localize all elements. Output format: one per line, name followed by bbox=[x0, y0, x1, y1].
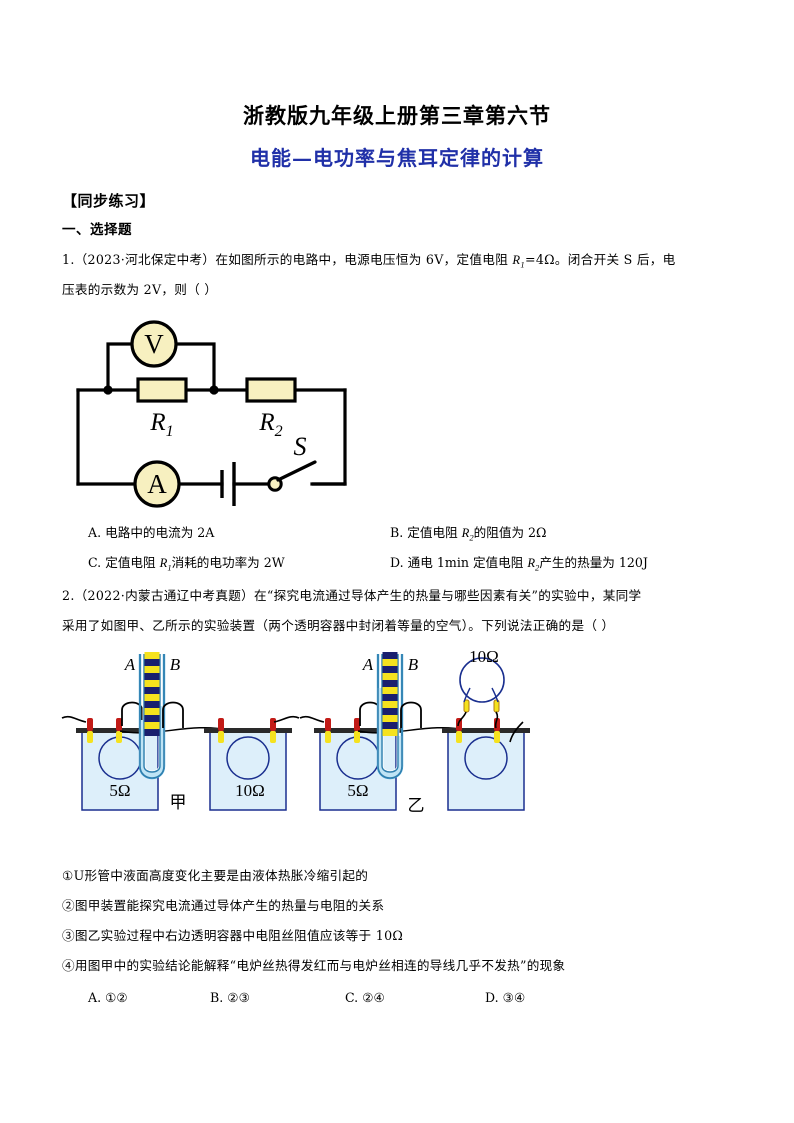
yi-label-a: A bbox=[362, 655, 374, 674]
jia-left-lead-1 bbox=[87, 731, 93, 743]
apparatus-jia: 5Ω bbox=[61, 652, 300, 813]
jia-right-connector-tube bbox=[162, 701, 184, 728]
jia-left-terminal-1 bbox=[87, 718, 93, 731]
q2-statement-3: ③图乙实验过程中右边透明容器中电阻丝阻值应该等于 10Ω bbox=[62, 928, 404, 943]
jia-label-b: B bbox=[170, 655, 181, 674]
q1-r1-symbol: R1 bbox=[512, 253, 525, 270]
jia-left-terminal-2 bbox=[116, 718, 122, 731]
voltmeter-label: V bbox=[144, 329, 164, 359]
question2-line1: 2.（2022·内蒙古通辽中考真题）在“探究电流通过导体产生的热量与哪些因素有关… bbox=[62, 588, 642, 603]
section-heading: 一、选择题 bbox=[62, 222, 132, 238]
q1-option-b: B. 定值电阻 R2的阻值为 2Ω bbox=[390, 525, 547, 543]
jia-caption: 甲 bbox=[170, 793, 187, 813]
yi-u-tube: A B bbox=[362, 652, 419, 780]
yi-right-lead-1 bbox=[456, 731, 462, 743]
jia-right-terminal-2 bbox=[270, 718, 276, 731]
question2-line2: 采用了如图甲、乙所示的实验装置（两个透明容器中封闭着等量的空气）。下列说法正确的… bbox=[62, 618, 615, 633]
ammeter bbox=[133, 460, 181, 508]
q2-option-d: D. ③④ bbox=[485, 990, 526, 1005]
jia-scale-strip bbox=[144, 652, 160, 736]
yi-scale-strip bbox=[382, 652, 398, 736]
jia-left-outer-wire bbox=[61, 715, 87, 723]
question1-line1: 1.（2023·河北保定中考）在如图所示的电路中，电源电压恒为 6V，定值电阻 … bbox=[62, 252, 676, 273]
question1-line2: 压表的示数为 2V，则（ ） bbox=[62, 282, 218, 297]
resistor-r1 bbox=[136, 377, 188, 403]
yi-right-jar bbox=[447, 731, 525, 811]
jia-right-lid bbox=[204, 728, 292, 733]
resistor-r2-label: R2 bbox=[258, 409, 282, 440]
wire-volt-left bbox=[106, 342, 134, 392]
q1-line1-post: =4Ω。闭合开关 S 后，电 bbox=[524, 252, 676, 267]
jia-left-connector-tube bbox=[121, 701, 143, 730]
junction-dot-left bbox=[103, 385, 113, 395]
yi-right-connector-tube bbox=[400, 701, 422, 728]
yi-left-terminal-2 bbox=[354, 718, 360, 731]
q1-option-c: C. 定值电阻 R1消耗的电功率为 2W bbox=[88, 555, 285, 573]
yi-caption: 乙 bbox=[408, 796, 425, 816]
jia-right-terminal-1 bbox=[218, 718, 224, 731]
practice-heading: 【同步练习】 bbox=[62, 192, 156, 210]
jia-right-resistance-label: 10Ω bbox=[235, 781, 265, 800]
yi-external-resistance-label: 10Ω bbox=[469, 648, 499, 666]
q1-option-a: A. 电路中的电流为 2A bbox=[88, 525, 215, 540]
q2-option-c: C. ②④ bbox=[345, 990, 385, 1005]
jia-right-outer-wire bbox=[273, 715, 300, 723]
circuit-svg: V A R1 R2 S bbox=[76, 320, 347, 508]
q2-statement-2: ②图甲装置能探究电流通过导体产生的热量与电阻的关系 bbox=[62, 898, 385, 913]
page-subtitle: 电能—电功率与焦耳定律的计算 bbox=[250, 146, 544, 170]
yi-left-outer-wire bbox=[299, 715, 325, 723]
wire-volt-right bbox=[174, 342, 216, 392]
switch-lever bbox=[276, 460, 317, 482]
apparatus-yi: 5Ω bbox=[299, 647, 530, 816]
junction-dot-right bbox=[209, 385, 219, 395]
jia-right-lead-1 bbox=[218, 731, 224, 743]
yi-right-lead-2 bbox=[494, 731, 500, 743]
yi-right-lid bbox=[442, 728, 530, 733]
jia-right-lead-2 bbox=[270, 731, 276, 743]
circuit-diagram-q1: V A R1 R2 S bbox=[72, 312, 372, 510]
experiment-svg: 5Ω bbox=[61, 647, 530, 816]
experiment-figure-q2: 5Ω bbox=[60, 647, 550, 866]
battery-symbol bbox=[220, 462, 236, 506]
yi-left-terminal-1 bbox=[325, 718, 331, 731]
ammeter-label: A bbox=[147, 469, 167, 499]
jia-right-jar: 10Ω bbox=[209, 731, 287, 811]
jia-left-lead-2 bbox=[116, 731, 122, 743]
yi-left-resistance-label: 5Ω bbox=[347, 781, 368, 800]
switch-label: S bbox=[294, 432, 307, 461]
q2-statement-4: ④用图甲中的实验结论能解释“电炉丝热得发红而与电炉丝相连的导线几乎不发热”的现象 bbox=[62, 958, 566, 973]
jia-u-tube: A B bbox=[124, 652, 181, 780]
yi-label-b: B bbox=[408, 655, 419, 674]
q1-line1-pre: 1.（2023·河北保定中考）在如图所示的电路中，电源电压恒为 6V，定值电阻 bbox=[62, 252, 513, 267]
jia-left-resistance-label: 5Ω bbox=[109, 781, 130, 800]
resistor-r1-label: R1 bbox=[149, 409, 173, 440]
q2-statement-1: ①U形管中液面高度变化主要是由液体热胀冷缩引起的 bbox=[62, 868, 369, 883]
q1-option-d: D. 通电 1min 定值电阻 R2产生的热量为 120J bbox=[390, 555, 648, 573]
yi-right-outer-wire bbox=[509, 721, 524, 743]
q2-option-b: B. ②③ bbox=[210, 990, 250, 1005]
yi-external-resistor: 10Ω bbox=[457, 647, 505, 729]
page-title: 浙教版九年级上册第三章第六节 bbox=[243, 103, 551, 128]
yi-left-lead-2 bbox=[354, 731, 360, 743]
jia-label-a: A bbox=[124, 655, 136, 674]
yi-left-lead-1 bbox=[325, 731, 331, 743]
resistor-r2 bbox=[245, 377, 297, 403]
voltmeter bbox=[130, 320, 178, 368]
q2-option-a: A. ①② bbox=[88, 990, 128, 1005]
